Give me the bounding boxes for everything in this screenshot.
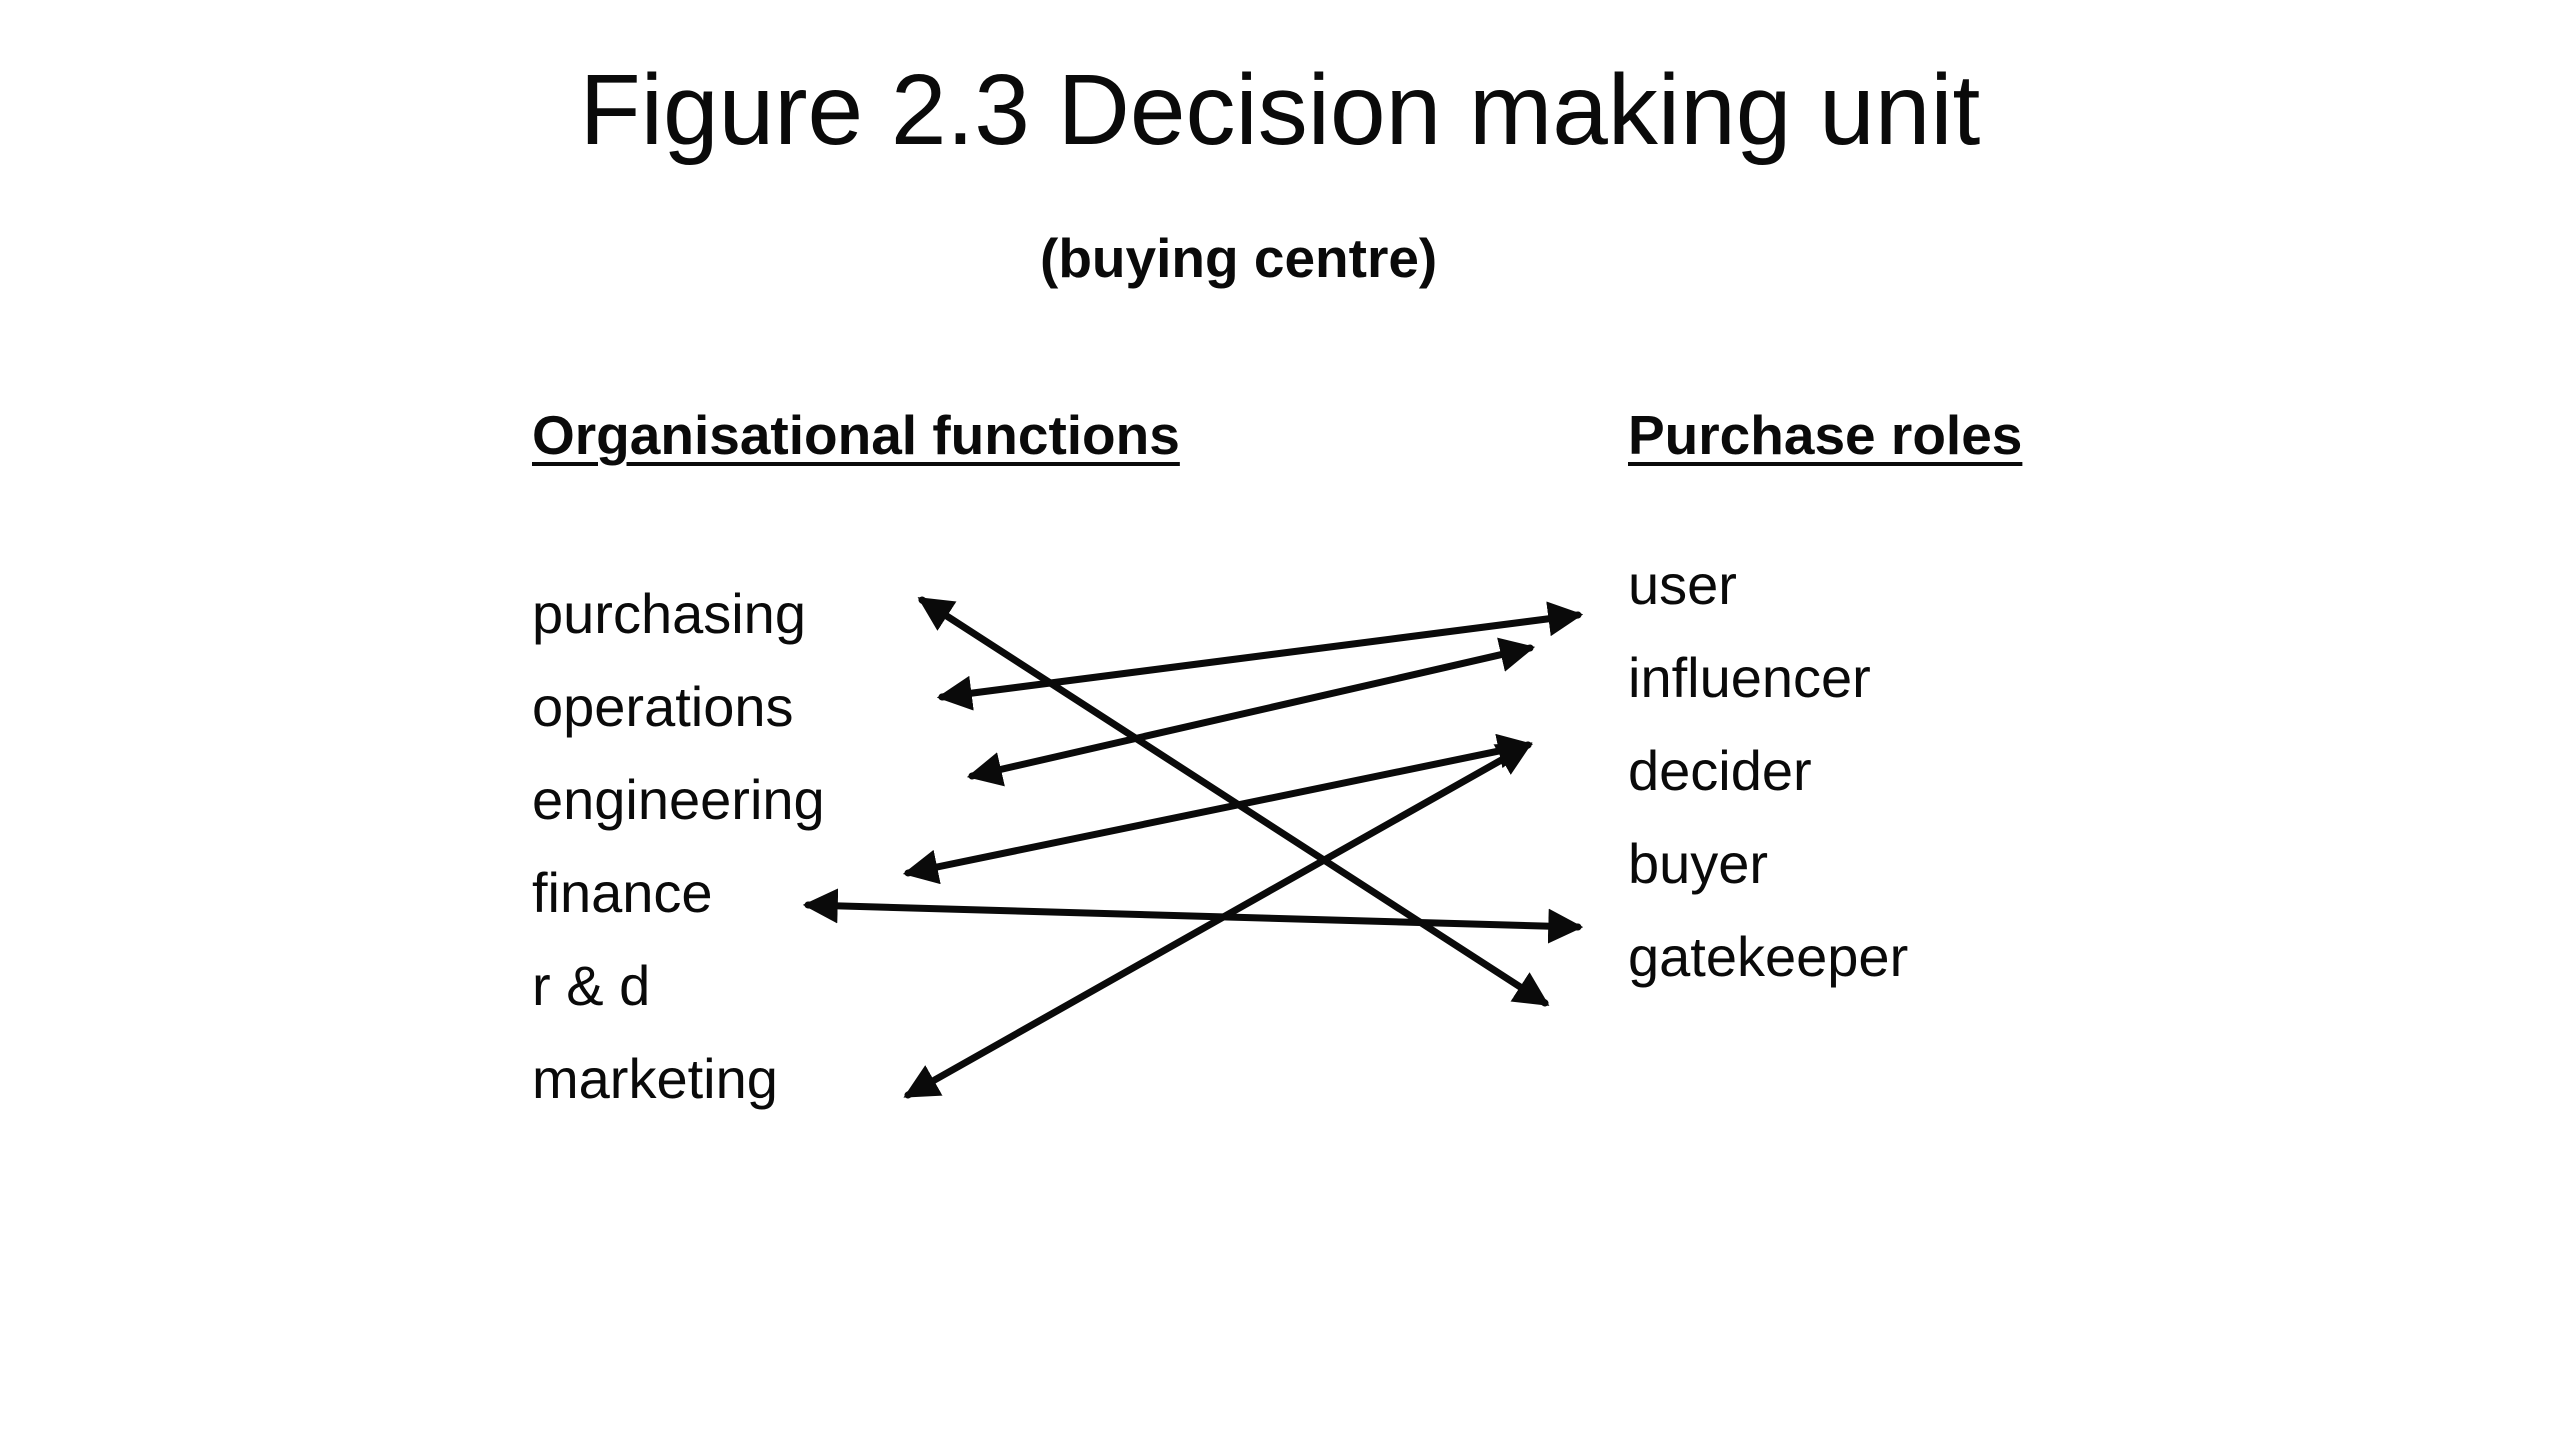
figure-title: Figure 2.3 Decision making unit [579,54,1981,166]
arrow-finance-decider [902,733,1534,885]
arrow-engineering-influencer [966,637,1536,787]
arrow-rd-buyer [802,888,1584,944]
purchase-roles-heading: Purchase roles [1628,404,2023,466]
role-gatekeeper: gatekeeper [1628,925,1909,988]
figure-subtitle: (buying centre) [1040,227,1438,289]
function-purchasing: purchasing [532,582,806,645]
function-marketing: marketing [532,1047,778,1110]
function-engineering: engineering [532,768,825,831]
role-user: user [1628,553,1737,616]
function-r-and-d: r & d [532,954,651,1017]
organisational-functions-list: purchasing operations engineering financ… [532,567,825,1125]
role-buyer: buyer [1628,832,1769,895]
role-decider: decider [1628,739,1812,802]
purchase-roles-list: user influencer decider buyer gatekeeper [1628,538,1908,1003]
role-influencer: influencer [1628,646,1871,709]
organisational-functions-heading: Organisational functions [532,404,1180,466]
function-finance: finance [532,861,713,924]
function-operations: operations [532,675,794,738]
